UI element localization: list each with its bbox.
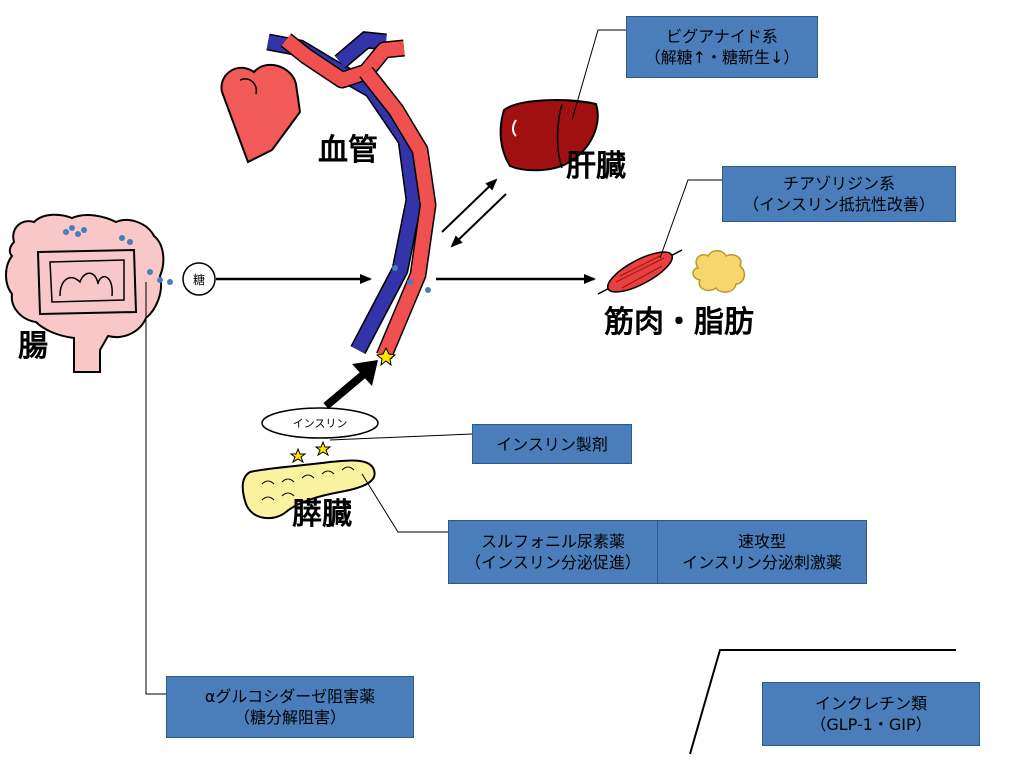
alpha-gi-line2: （糖分解阻害） bbox=[233, 708, 346, 727]
incretin-bracket bbox=[689, 649, 956, 755]
pancreas-illustration bbox=[241, 440, 376, 520]
heart-illustration bbox=[220, 63, 302, 164]
sugar-label: 糖 bbox=[193, 272, 205, 287]
incretin-line2: （GLP-1・GIP） bbox=[810, 715, 932, 734]
muscle-fat-label: 筋肉・脂肪 bbox=[604, 305, 754, 340]
intestine-illustration bbox=[5, 213, 173, 373]
sulfonylurea-box: スルフォニル尿素薬 （インスリン分泌促進） bbox=[448, 520, 658, 584]
arrow-pancreas-to-vessel bbox=[323, 360, 378, 410]
insulin-label: インスリン bbox=[293, 417, 348, 430]
biguanide-box: ビグアナイド系 （解糖↑・糖新生↓） bbox=[626, 16, 818, 78]
insulin-prep-box: インスリン製剤 bbox=[472, 424, 632, 464]
alpha-glucosidase-box: αグルコシダーゼ阻害薬 （糖分解阻害） bbox=[166, 676, 414, 738]
sulfonylurea-line1: スルフォニル尿素薬 bbox=[480, 532, 625, 551]
liver-label: 肝臓 bbox=[566, 149, 626, 184]
insulin-prep-line1: インスリン製剤 bbox=[496, 434, 608, 454]
rapid-acting-box: 速攻型 インスリン分泌刺激薬 bbox=[657, 520, 867, 584]
incretin-box: インクレチン類 （GLP-1・GIP） bbox=[762, 682, 980, 746]
thiazolidine-line1: チアゾリジン系 bbox=[782, 174, 895, 193]
intestine-label: 腸 bbox=[18, 329, 48, 364]
sulfonylurea-line2: （インスリン分泌促進） bbox=[465, 553, 641, 572]
thiazolidine-box: チアゾリジン系 （インスリン抵抗性改善） bbox=[722, 166, 956, 222]
callout-lines bbox=[145, 29, 722, 695]
sugar-marker: 糖 bbox=[182, 262, 216, 296]
thiazolidine-line2: （インスリン抵抗性改善） bbox=[743, 195, 935, 214]
arrow-liver-to-vessel bbox=[450, 193, 507, 248]
incretin-line1: インクレチン類 bbox=[814, 694, 927, 713]
alpha-gi-line1: αグルコシダーゼ阻害薬 bbox=[204, 687, 376, 706]
rapid-line2: インスリン分泌刺激薬 bbox=[682, 553, 842, 572]
arrow-vessel-to-liver bbox=[441, 178, 498, 233]
blood-vessel-illustration bbox=[266, 31, 437, 360]
insulin-spark-icon bbox=[375, 346, 397, 367]
biguanide-line1: ビグアナイド系 bbox=[666, 27, 778, 46]
fat-illustration bbox=[692, 250, 746, 293]
insulin-marker: インスリン bbox=[261, 407, 379, 439]
rapid-line1: 速攻型 bbox=[737, 532, 786, 551]
biguanide-line2: （解糖↑・糖新生↓） bbox=[644, 48, 800, 67]
liver-illustration bbox=[499, 99, 599, 172]
pancreas-label: 膵臓 bbox=[292, 497, 352, 532]
vessel-label: 血管 bbox=[318, 133, 378, 168]
muscle-illustration bbox=[597, 249, 683, 295]
